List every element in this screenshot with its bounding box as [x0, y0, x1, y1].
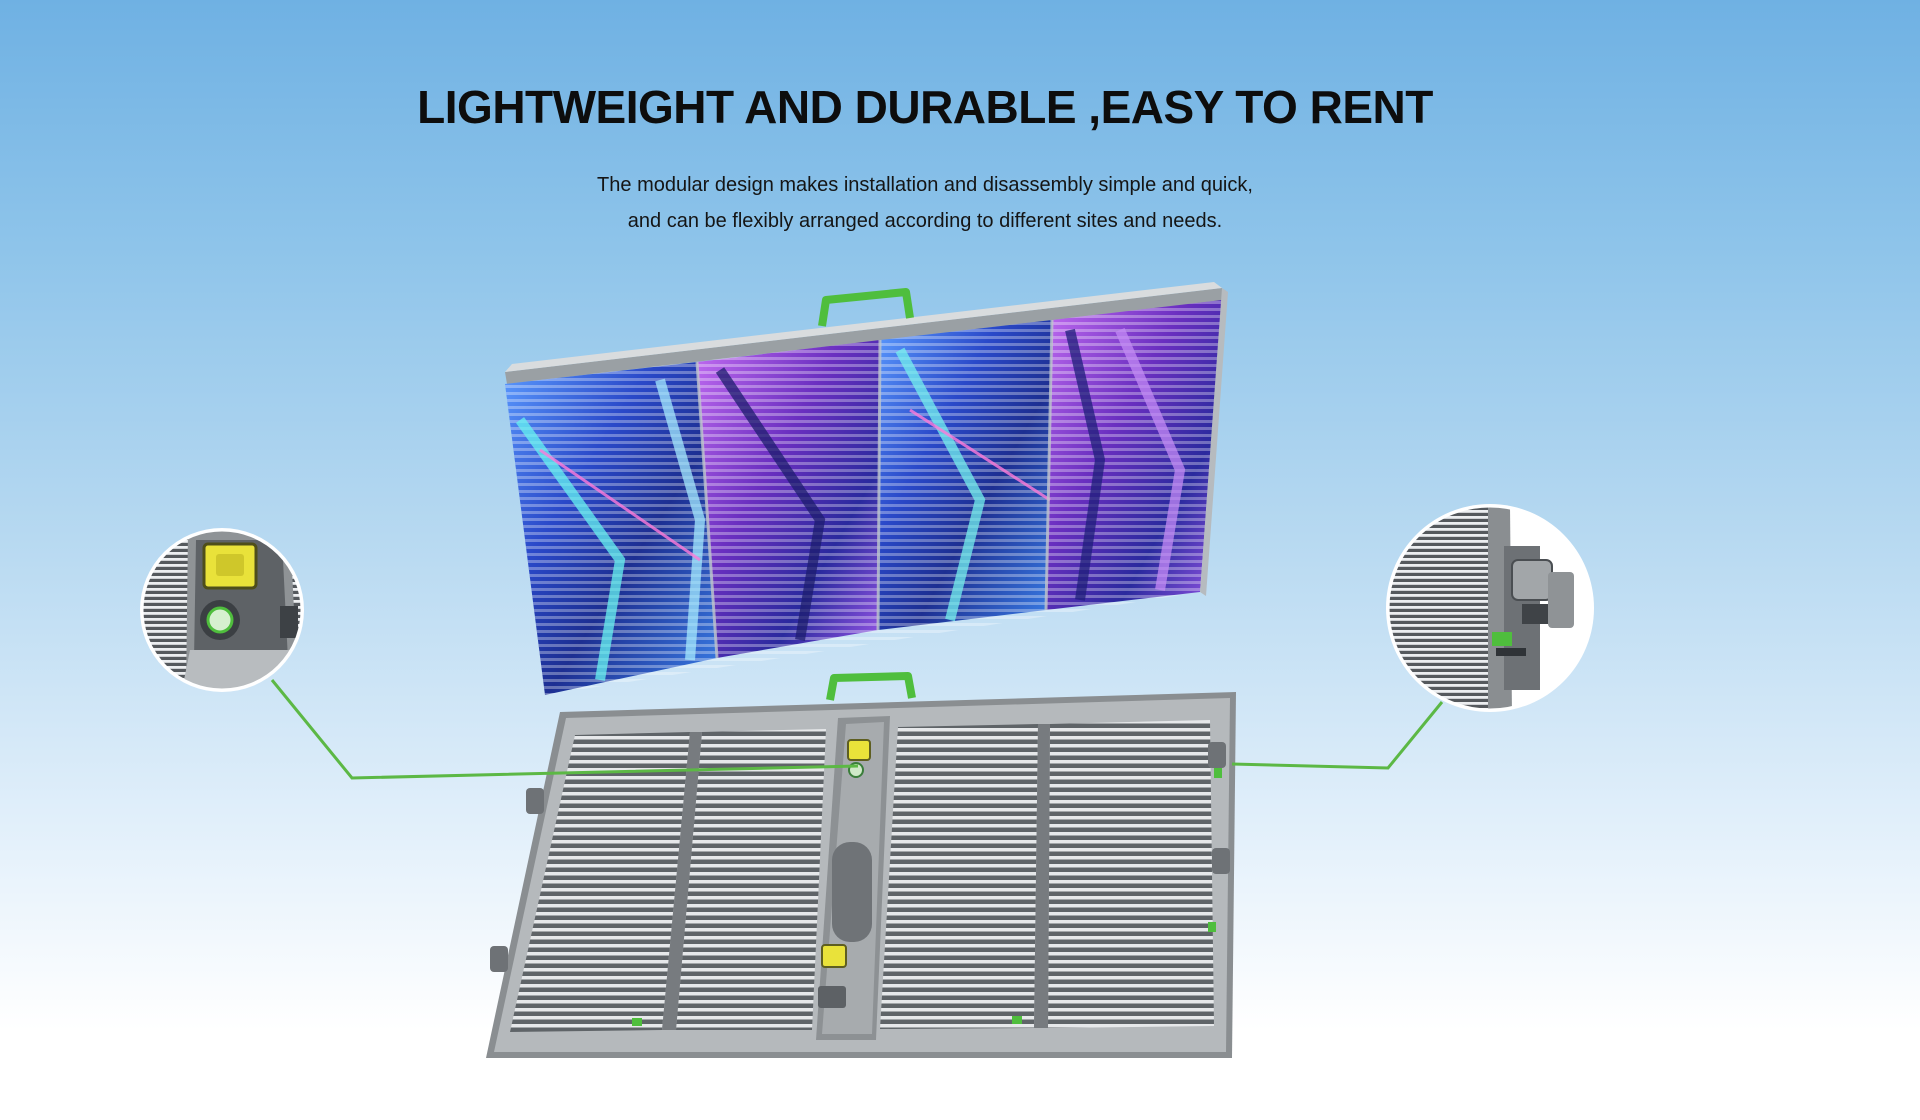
power-connector-detail-icon — [140, 528, 304, 692]
led-cabinet-back-icon — [486, 672, 1236, 1058]
page-title: LIGHTWEIGHT AND DURABLE ,EASY TO RENT — [417, 81, 1433, 133]
description-line-2: and can be flexibly arranged according t… — [627, 210, 1223, 232]
lock-latch-detail-icon — [1386, 504, 1594, 712]
callout-lines — [270, 679, 1444, 780]
description-line-1: The modular design makes installation an… — [597, 174, 1253, 196]
led-screen-front-icon — [505, 282, 1228, 695]
